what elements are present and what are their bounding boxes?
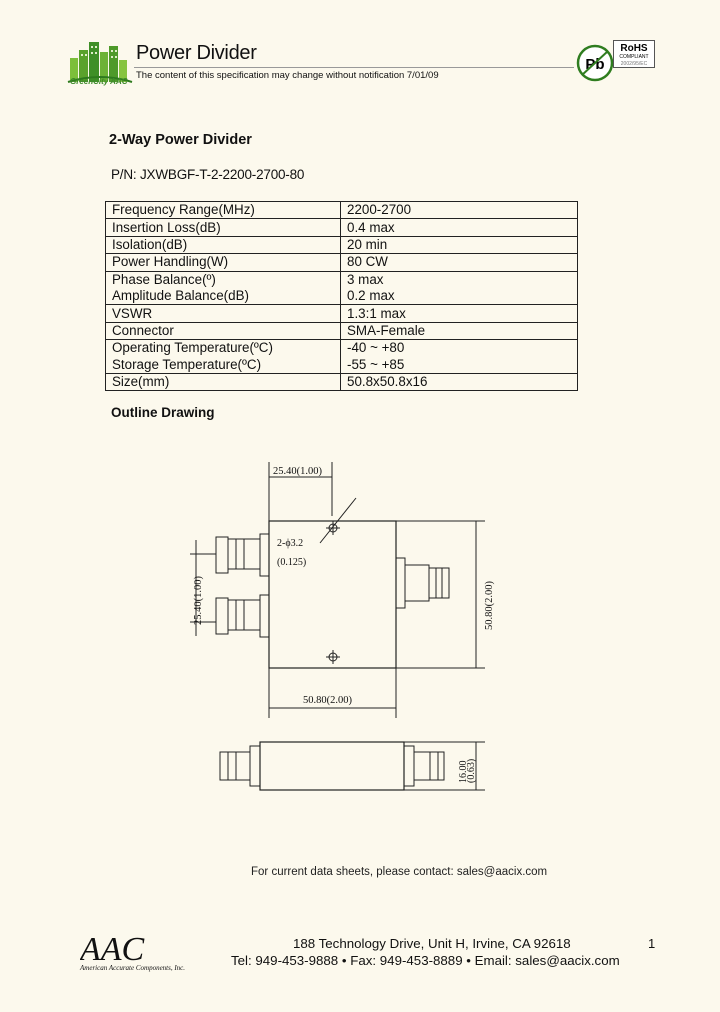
dim-right: 50.80(2.00) [484, 581, 495, 630]
rohs-badge: RoHS COMPLIANT 2002/95/EC [613, 40, 655, 68]
logo-text: GreenCity AAC [70, 77, 128, 86]
table-row: Frequency Range(MHz)2200-2700 [105, 200, 578, 220]
table-row: Phase Balance(º)3 max [105, 270, 578, 288]
header-divider [134, 67, 574, 68]
spec-value: SMA-Female [340, 321, 578, 341]
company-name: American Accurate Components, Inc. [80, 964, 186, 972]
rohs-sub: COMPLIANT [619, 54, 648, 60]
table-row: Amplitude Balance(dB)0.2 max [105, 287, 578, 306]
spec-param: Power Handling(W) [105, 253, 341, 272]
contact-note: For current data sheets, please contact:… [251, 866, 548, 878]
header-note: The content of this specification may ch… [136, 70, 439, 81]
company-contacts: Tel: 949-453-9888 • Fax: 949-453-8889 • … [231, 953, 620, 968]
outline-heading: Outline Drawing [111, 405, 215, 420]
spec-value: 20 min [340, 235, 578, 255]
spec-param: Connector [105, 321, 341, 341]
aac-logo-text: AAC [80, 931, 145, 966]
spec-param: Isolation(dB) [105, 235, 341, 255]
greencity-logo [67, 42, 133, 83]
document-title: 2-Way Power Divider [109, 132, 252, 148]
spec-value: 2200-2700 [340, 200, 578, 220]
input-connector-bottom [215, 594, 270, 638]
spec-value: 3 max [340, 270, 578, 288]
spec-param: Operating Temperature(ºC) [105, 339, 341, 357]
dim-hole-in: (0.125) [277, 557, 306, 568]
table-row: Size(mm)50.8x50.8x16 [105, 372, 578, 392]
spec-value: 0.4 max [340, 218, 578, 237]
page-title: Power Divider [136, 42, 257, 64]
part-number: P/N: JXWBGF-T-2-2200-2700-80 [111, 167, 305, 182]
spec-param: VSWR [105, 304, 341, 323]
dim-left: 25.40(1.00) [193, 576, 204, 625]
rohs-code: 2002/95/EC [621, 61, 648, 67]
company-address: 188 Technology Drive, Unit H, Irvine, CA… [293, 936, 571, 951]
spec-param: Phase Balance(º) [105, 270, 341, 288]
table-row: Power Handling(W)80 CW [105, 253, 578, 272]
dim-bottom: 50.80(2.00) [303, 695, 352, 706]
rohs-label: RoHS [620, 43, 648, 54]
spec-value: -40 ~ +80 [340, 339, 578, 357]
spec-param: Amplitude Balance(dB) [105, 287, 341, 306]
spec-value: 1.3:1 max [340, 304, 578, 323]
spec-value: -55 ~ +85 [340, 356, 578, 374]
spec-value: 80 CW [340, 253, 578, 272]
side-view [219, 741, 485, 791]
aac-logo: AAC [80, 931, 145, 966]
spec-value: 0.2 max [340, 287, 578, 306]
input-connector-top [215, 533, 270, 577]
dim-side-in: (0.63) [466, 759, 477, 783]
dim-top: 25.40(1.00) [273, 466, 322, 477]
spec-param: Size(mm) [105, 372, 341, 392]
dim-hole: 2-ϕ3.2 [277, 538, 303, 549]
table-row: Operating Temperature(ºC)-40 ~ +80 [105, 339, 578, 357]
lead-free-icon: Pb [576, 44, 614, 82]
table-row: Storage Temperature(ºC)-55 ~ +85 [105, 356, 578, 374]
page-number: 1 [648, 936, 656, 951]
spec-param: Storage Temperature(ºC) [105, 356, 341, 374]
dim-side: 16.00 [458, 761, 469, 784]
spec-value: 50.8x50.8x16 [340, 372, 578, 392]
spec-param: Frequency Range(MHz) [105, 200, 341, 220]
output-connector [395, 557, 450, 609]
table-row: Insertion Loss(dB)0.4 max [105, 218, 578, 237]
table-row: Isolation(dB)20 min [105, 235, 578, 255]
spec-param: Insertion Loss(dB) [105, 218, 341, 237]
outline-drawing: 25.40(1.00) 50.80(2.00) 2-ϕ3.2 (0.125) 2… [190, 462, 495, 791]
